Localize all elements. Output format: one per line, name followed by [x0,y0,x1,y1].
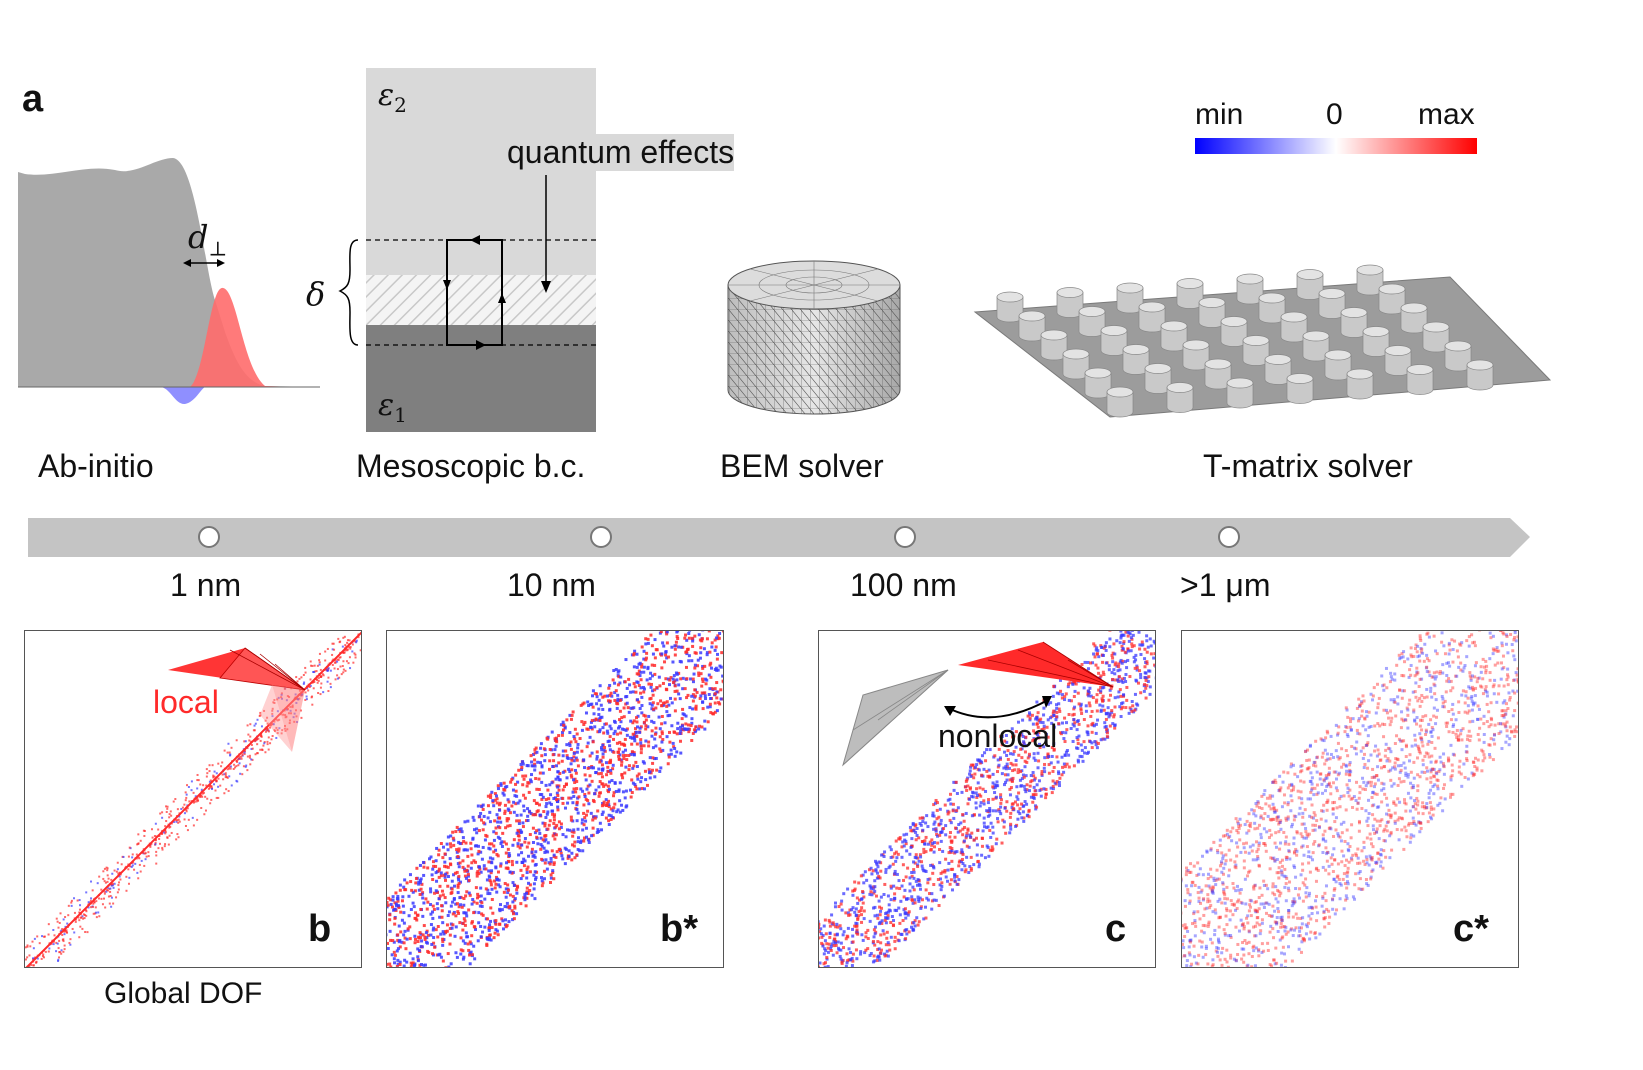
ab-initio-label: Ab-initio [38,448,154,484]
d-perp-label: d⊥ [188,218,228,261]
matrix-panel-b-star [386,630,724,968]
nonlocal-elements-icon [842,641,1114,767]
panel-letter-b: b [308,908,332,950]
scale-marker-1um [1218,526,1240,548]
epsilon2-label: ε2 [378,78,407,117]
scale-tick-1nm: 1 nm [170,567,242,603]
matrix-panel-b [24,630,362,968]
colorbar-zero-label: 0 [1326,98,1343,131]
bem-solver-label: BEM solver [720,448,884,484]
tmatrix-solver-label: T-matrix solver [1203,448,1413,484]
panel-letter-a: a [22,78,44,120]
matrix-panel-c [818,630,1156,968]
nonlocal-label: nonlocal [938,718,1058,754]
tmatrix-cylinder-array [973,264,1552,418]
ab-initio-density-plot [18,158,320,405]
panel-letter-c: c [1105,908,1127,950]
local-element-icon [168,647,306,752]
mesoscopic-interface-diagram [338,68,596,432]
scale-marker-10nm [590,526,612,548]
colorbar [1195,138,1477,154]
scale-tick-1um: >1 μm [1180,567,1271,603]
scale-tick-10nm: 10 nm [507,567,596,603]
colorbar-min-label: min [1195,98,1244,131]
bem-cylinder-mesh [727,260,901,415]
quantum-effects-label: quantum effects [507,134,735,171]
local-label: local [153,684,219,720]
scale-marker-1nm [198,526,220,548]
scale-marker-100nm [894,526,916,548]
panel-letter-c-star: c* [1453,908,1489,950]
length-scale-arrow [28,518,1530,557]
global-dof-label: Global DOF [104,977,263,1010]
epsilon1-label: ε1 [378,388,407,427]
panel-letter-b-star: b* [660,908,698,950]
matrix-panel-c-star [1181,630,1519,968]
delta-label: δ [306,275,326,313]
scale-tick-100nm: 100 nm [850,567,957,603]
colorbar-max-label: max [1418,98,1475,131]
mesoscopic-label: Mesoscopic b.c. [356,448,586,484]
